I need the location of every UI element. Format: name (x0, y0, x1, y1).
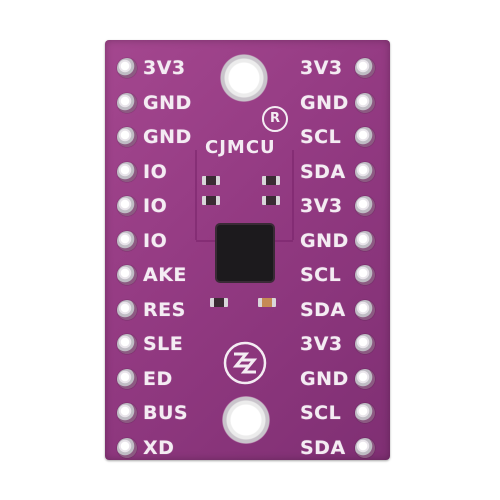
smd-resistor (202, 176, 220, 185)
right-pin-label: 3V3 (300, 333, 343, 355)
left-pin-pad (117, 230, 137, 251)
left-pin-label: RES (143, 298, 186, 321)
right-pin-label: GND (300, 91, 349, 114)
left-pin-pad (117, 92, 137, 113)
smd-capacitor (258, 298, 276, 307)
pcb-trace (196, 240, 218, 242)
right-pin-label: SCL (300, 126, 342, 148)
right-pin-pad (355, 299, 375, 320)
smd-resistor (262, 196, 280, 205)
left-pin-label: BUS (143, 402, 189, 424)
left-pin-label: AKE (143, 264, 187, 286)
smd-resistor (202, 196, 220, 205)
right-pin-pad (355, 334, 375, 354)
right-pin-label: SDA (300, 298, 346, 321)
brand-label: CJMCU (205, 137, 276, 158)
left-pin-label: GND (143, 126, 192, 148)
right-pin-pad (355, 196, 375, 216)
right-pin-label: 3V3 (300, 195, 343, 217)
registered-mark: R (262, 106, 288, 132)
left-pin-pad (117, 58, 137, 78)
pcb-trace (292, 150, 294, 240)
right-pin-label: 3V3 (300, 57, 343, 79)
right-pin-pad (355, 403, 375, 423)
left-pin-pad (117, 127, 137, 147)
left-pin-label: ED (143, 367, 173, 390)
pcb-trace (273, 240, 293, 242)
right-pin-pad (355, 265, 375, 285)
logo-icon (223, 341, 267, 385)
smd-capacitor (210, 298, 228, 307)
right-pin-pad (355, 230, 375, 251)
right-pin-pad (355, 161, 375, 182)
pcb-trace (195, 150, 197, 240)
left-pin-pad (117, 334, 137, 354)
right-pin-pad (355, 127, 375, 147)
left-pin-pad (117, 368, 137, 389)
left-pin-pad (117, 299, 137, 320)
right-pin-label: SCL (300, 402, 342, 424)
left-pin-label: 3V3 (143, 57, 186, 79)
left-pin-pad (117, 437, 137, 458)
left-pin-pad (117, 196, 137, 216)
left-pin-label: SLE (143, 333, 184, 355)
left-pin-label: IO (143, 195, 168, 217)
right-pin-label: SDA (300, 160, 346, 183)
right-pin-label: GND (300, 367, 349, 390)
left-pin-label: IO (143, 160, 168, 183)
left-pin-label: GND (143, 91, 192, 114)
left-pin-pad (117, 161, 137, 182)
right-pin-pad (355, 368, 375, 389)
right-pin-pad (355, 92, 375, 113)
multiplexer-chip (217, 225, 273, 281)
bottom-mounting-hole (222, 396, 270, 444)
right-pin-pad (355, 58, 375, 78)
left-pin-label: IO (143, 229, 168, 252)
left-pin-label: XD (143, 436, 175, 459)
right-pin-label: GND (300, 229, 349, 252)
right-pin-label: SCL (300, 264, 342, 286)
top-mounting-hole (220, 54, 268, 102)
left-pin-pad (117, 265, 137, 285)
right-pin-pad (355, 437, 375, 458)
smd-resistor (262, 176, 280, 185)
right-pin-label: SDA (300, 436, 346, 459)
left-pin-pad (117, 403, 137, 423)
